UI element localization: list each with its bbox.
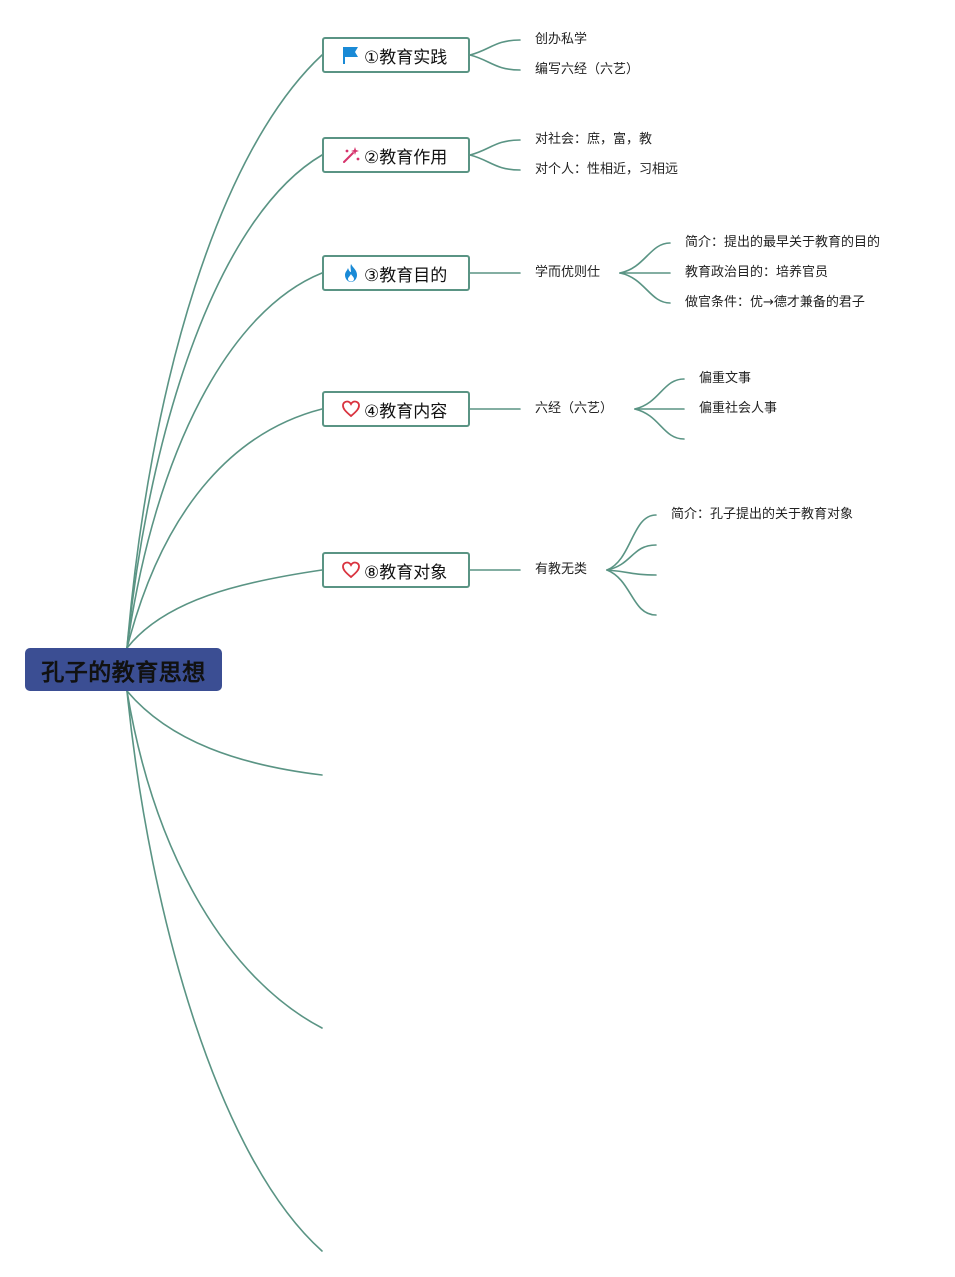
subtopic-label[interactable]: 对个人：性相近，习相远 [535, 162, 679, 177]
connector-root-branch-5 [126, 569, 323, 649]
detail-label[interactable]: 做官条件：优→德才兼备的君子 [685, 295, 865, 310]
root-topic[interactable]: 孔子的教育思想 [25, 648, 222, 691]
branch-topic-label: ⑧教育对象 [364, 562, 448, 583]
branch-topic-education-content[interactable]: ④教育内容 [322, 391, 470, 427]
connector-b2-c1 [469, 139, 521, 156]
detail-label[interactable]: 简介：提出的最早关于教育的目的 [685, 235, 881, 250]
connector-root-branch-4 [126, 408, 323, 649]
root-topic-label: 孔子的教育思想 [41, 659, 206, 686]
subtopic-label[interactable]: 编写六经（六艺） [535, 62, 640, 77]
connector-b1-c2 [469, 54, 521, 71]
subtopic-label[interactable]: 创办私学 [535, 32, 588, 47]
branch-topic-education-role[interactable]: ②教育作用 [322, 137, 470, 173]
connector-root-branch-3 [126, 272, 323, 649]
connector-b5-g2 [606, 544, 657, 571]
connector-b3-g3 [619, 272, 671, 304]
connector-root-empty-2 [126, 690, 323, 1029]
branch-topic-education-practice[interactable]: ①教育实践 [322, 37, 470, 73]
branch-topic-label: ④教育内容 [364, 401, 448, 422]
connector-root-branch-1 [126, 54, 323, 649]
branch-topic-education-object[interactable]: ⑧教育对象 [322, 552, 470, 588]
connector-root-branch-2 [126, 154, 323, 649]
connector-root-empty-1 [126, 690, 323, 776]
branch-topic-label: ②教育作用 [364, 147, 448, 168]
fire-icon [340, 262, 362, 284]
subtopic-label[interactable]: 对社会：庶，富，教 [535, 132, 653, 147]
branch-topic-education-purpose[interactable]: ③教育目的 [322, 255, 470, 291]
connector-b1-c1 [469, 39, 521, 56]
connector-b2-c2 [469, 154, 521, 171]
sparkle-wand-icon [340, 144, 362, 166]
branch-topic-label: ①教育实践 [364, 47, 448, 68]
subtopic-label[interactable]: 有教无类 [535, 562, 588, 577]
connector-b5-g4 [606, 569, 657, 616]
detail-label[interactable]: 教育政治目的：培养官员 [685, 265, 829, 280]
heart-icon [340, 559, 362, 581]
detail-label[interactable]: 偏重社会人事 [699, 401, 778, 416]
subtopic-label[interactable]: 学而优则仕 [535, 265, 601, 280]
connector-b3-g1 [619, 242, 671, 274]
flag-icon [340, 44, 362, 66]
heart-icon [340, 398, 362, 420]
connector-root-empty-3 [126, 690, 323, 1252]
connector-b4-g3 [634, 408, 685, 440]
connector-b4-g1 [634, 378, 685, 410]
detail-label[interactable]: 偏重文事 [699, 371, 752, 386]
detail-label[interactable]: 简介：孔子提出的关于教育对象 [671, 507, 854, 522]
connector-b5-g1 [606, 514, 657, 571]
branch-topic-label: ③教育目的 [364, 265, 448, 286]
connector-b5-g3 [606, 569, 657, 576]
subtopic-label[interactable]: 六经（六艺） [535, 401, 614, 416]
